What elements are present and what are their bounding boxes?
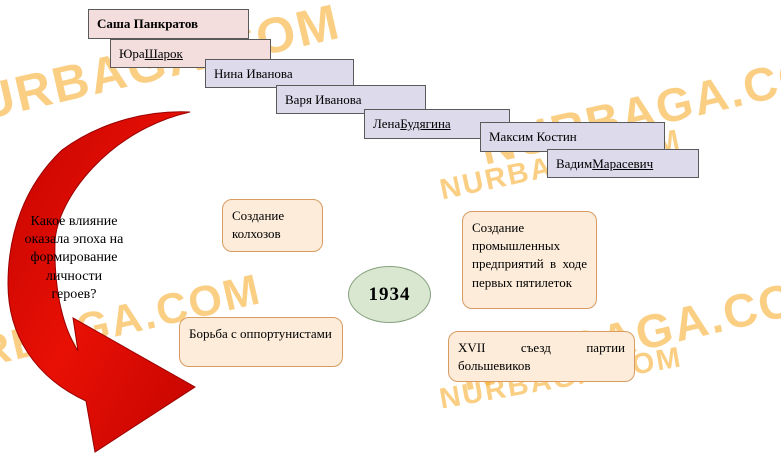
character-name: Саша Панкратов	[97, 16, 199, 31]
event-box: Создание колхозов	[222, 199, 323, 252]
character-card: Саша Панкратов	[88, 9, 249, 39]
character-name-link[interactable]: Будягина	[400, 116, 451, 131]
event-box: Борьба с оппортунистами	[179, 317, 343, 367]
year-label: 1934	[368, 283, 411, 305]
event-box: Создание промышленных предприятий в ходе…	[462, 211, 597, 309]
character-name-link[interactable]: Марасевич	[592, 155, 654, 171]
character-name: Нина Иванова	[214, 65, 293, 81]
curved-arrow-shape	[7, 111, 196, 453]
character-name: Максим Костин	[489, 129, 577, 144]
event-box: XVII съезд партии большевиков	[448, 331, 635, 382]
character-name: Лена	[373, 116, 401, 131]
character-name: Юра	[119, 45, 145, 61]
character-card: Максим Костин	[480, 122, 665, 152]
question-text: Какое влияние оказала эпоха на формирова…	[24, 214, 124, 302]
year-ellipse: 1934	[348, 266, 431, 323]
character-name: Варя Иванова	[285, 91, 362, 107]
character-card: Нина Иванова	[205, 59, 354, 88]
character-card: Вадим Марасевич	[547, 149, 699, 178]
character-name-link[interactable]: Шарок	[144, 45, 183, 61]
character-name: Вадим	[556, 155, 593, 171]
